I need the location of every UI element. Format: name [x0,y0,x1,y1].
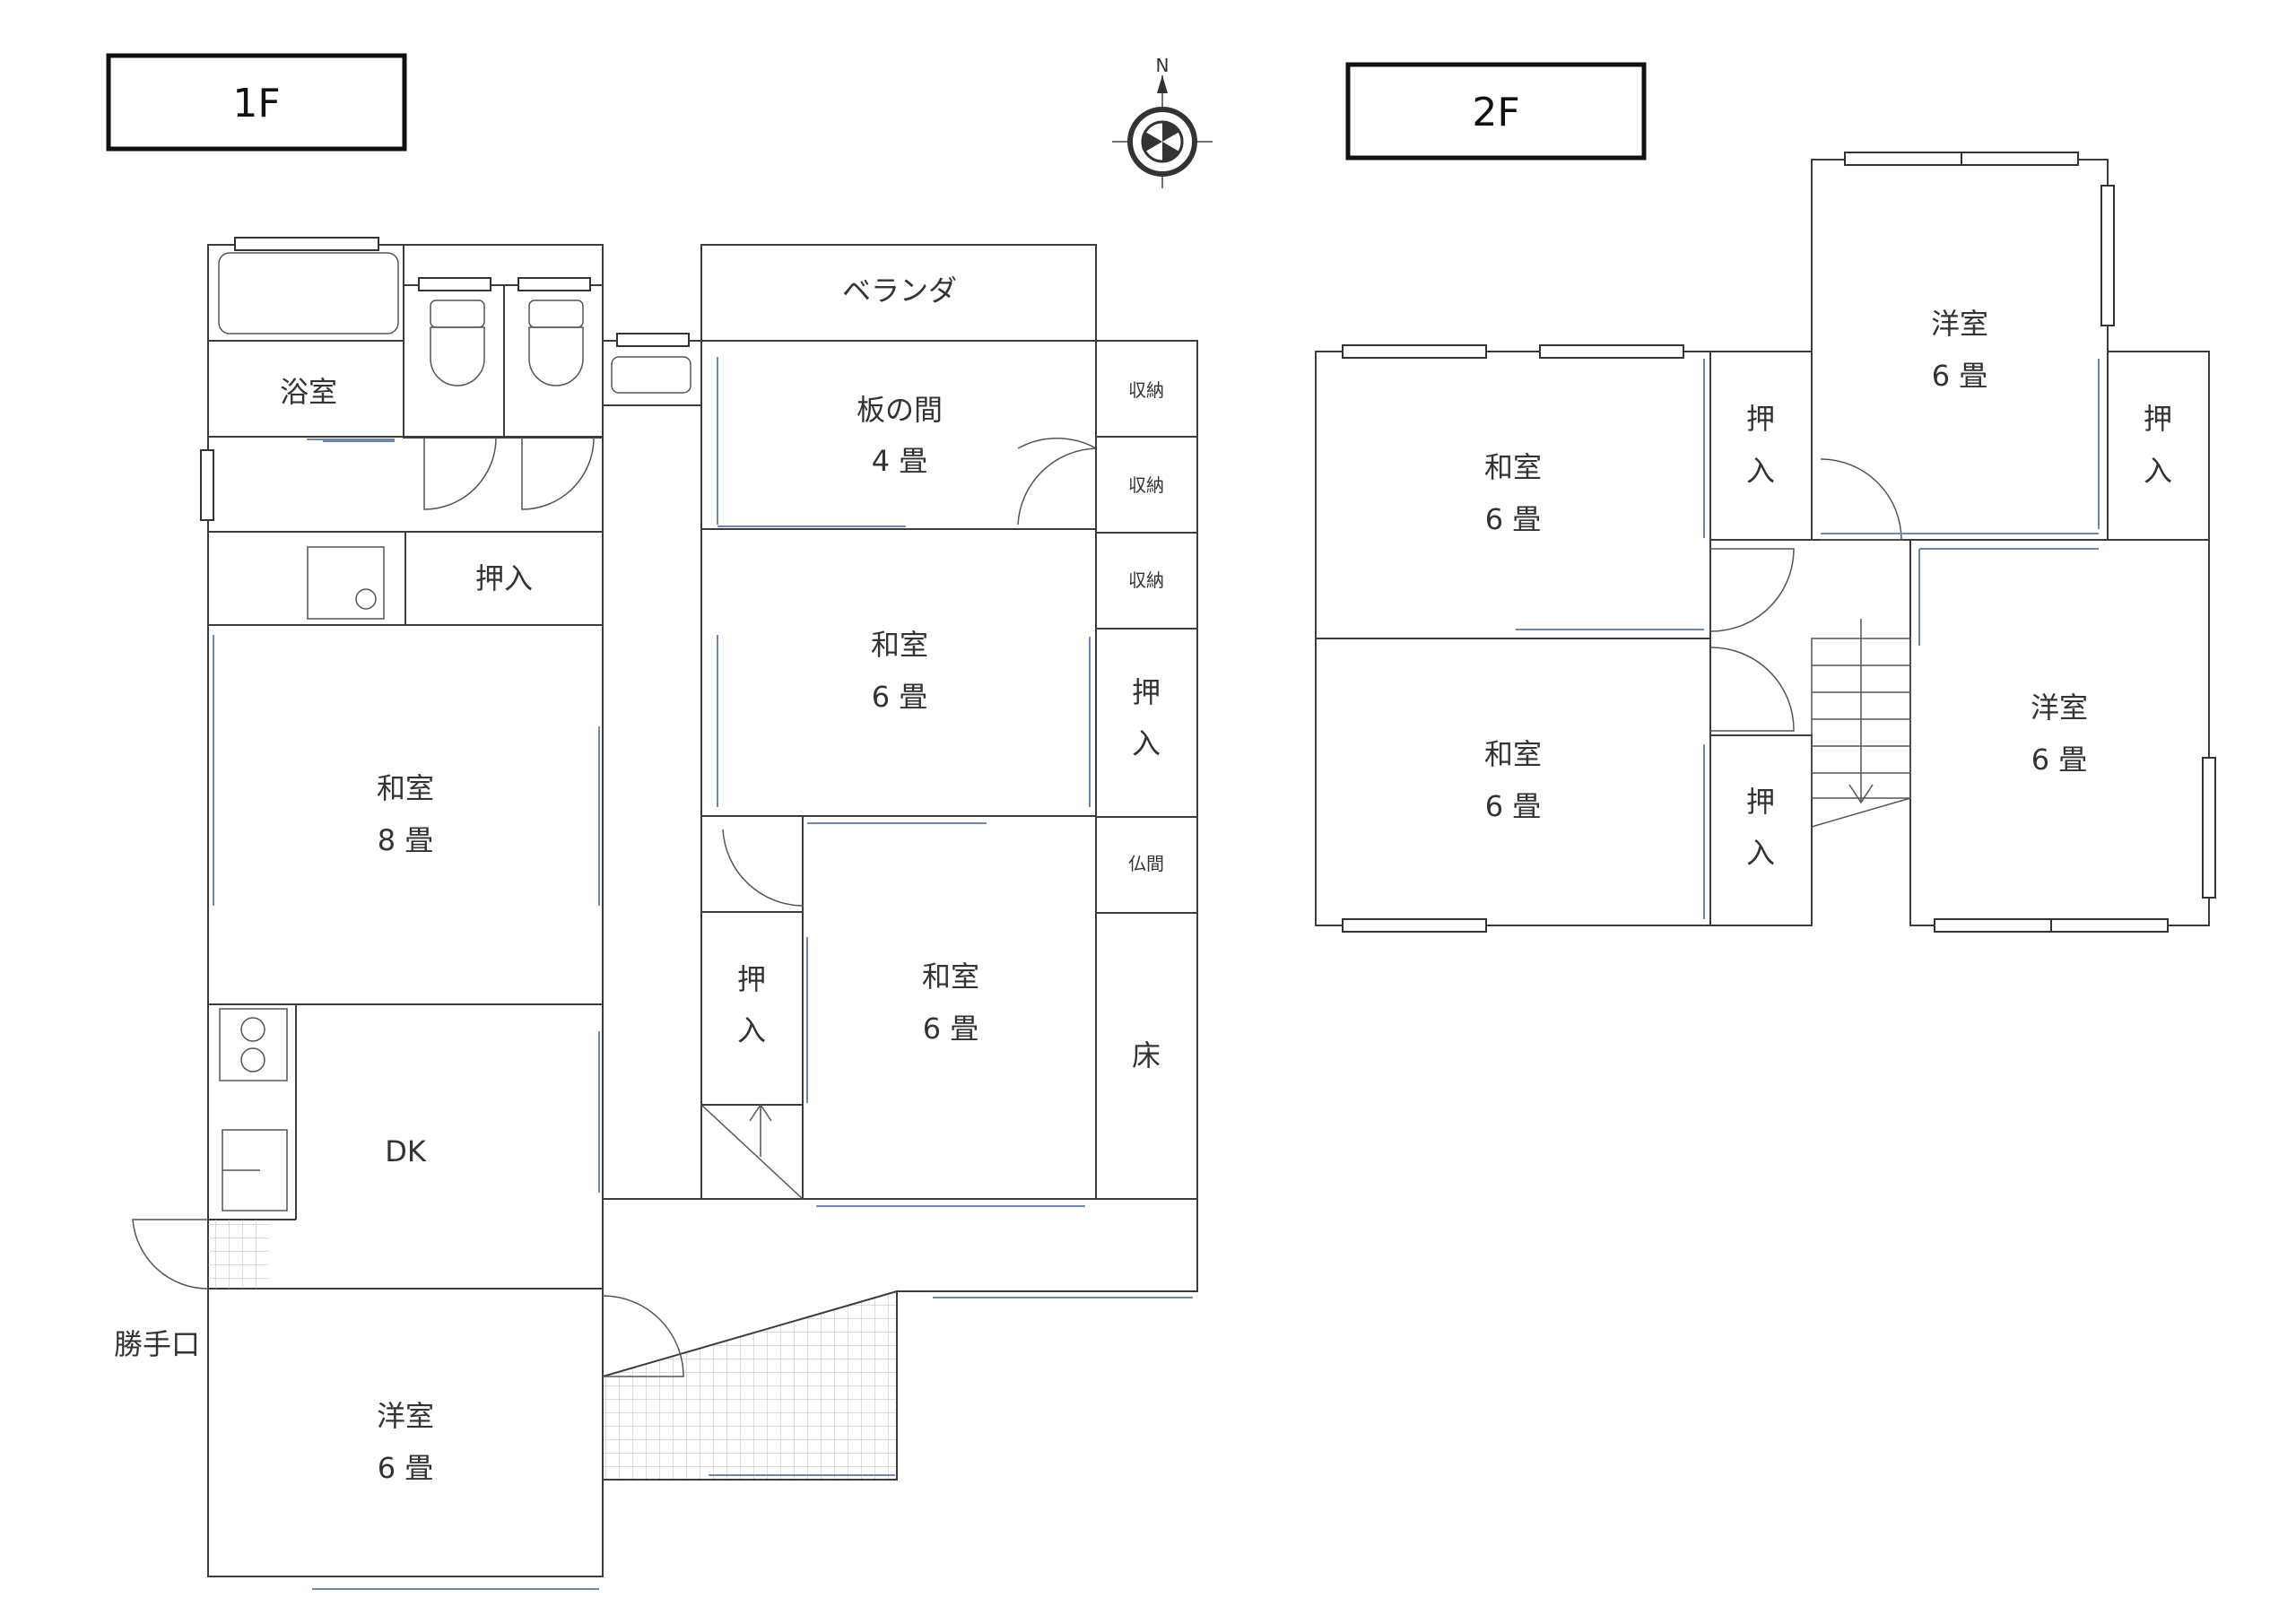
room-2f-oshiire-a-1: 押 [1746,402,1775,436]
room-1f-itanoma-name: 板の間 [857,393,943,427]
room-2f-washitsu-b-size: 6 畳 [1485,789,1542,823]
room-1f-bath: 浴室 [280,375,337,409]
floor-label-1f: 1F [106,53,407,152]
floor-label-2f: 2F [1345,62,1647,161]
room-1f-oshiire-south-2: 入 [737,1013,766,1047]
room-1f-washitsu-8-name: 和室 [377,771,434,805]
room-2f-oshiire-c-1: 押 [1746,785,1775,819]
room-2f-oshiire-c-2: 入 [1746,836,1775,870]
room-1f-dk: DK [385,1134,427,1168]
room-1f-storage-2: 収納 [1128,474,1164,496]
floor-label-2f-text: 2F [1472,90,1519,135]
room-2f-youshitsu-top-size: 6 畳 [1932,359,1988,393]
room-2f-youshitsu-top-name: 洋室 [1931,307,1988,341]
room-2f-oshiire-a-2: 入 [1746,454,1775,488]
room-2f-washitsu-a-size: 6 畳 [1485,502,1542,536]
compass-icon: N [1112,55,1213,188]
room-1f-oshiire-center-1: 押 [1132,675,1161,709]
room-1f-storage-1: 収納 [1128,379,1164,401]
room-1f-youshitsu-name: 洋室 [377,1399,434,1433]
room-2f-youshitsu-right-name: 洋室 [2031,690,2088,725]
floor-label-1f-text: 1F [232,81,280,126]
plan-1f: 浴室 押入 ベランダ 板の間 4 畳 収納 収納 収納 和室 6 畳 押 入 和… [114,237,1198,1590]
room-1f-veranda: ベランダ [842,274,957,308]
room-2f-washitsu-a-name: 和室 [1484,450,1542,484]
room-1f-butsuma: 仏間 [1128,853,1164,874]
room-1f-oshiire-a: 押入 [475,561,533,595]
room-1f-washitsu-south-name: 和室 [922,960,979,994]
room-1f-washitsu-8-size: 8 畳 [378,823,434,857]
room-1f-toko: 床 [1132,1038,1161,1073]
room-1f-itanoma-size: 4 畳 [872,444,928,478]
room-2f-washitsu-b-name: 和室 [1484,737,1542,771]
room-1f-youshitsu-size: 6 畳 [378,1451,434,1485]
room-1f-washitsu-center-name: 和室 [871,628,928,662]
room-2f-oshiire-b-2: 入 [2144,454,2172,488]
plan-2f: 和室 6 畳 押 入 洋室 6 畳 押 入 和室 6 畳 押 入 洋室 6 畳 [1315,152,2216,933]
compass-north-label: N [1156,55,1170,76]
room-1f-kattekuchi: 勝手口 [114,1327,200,1361]
room-1f-storage-3: 収納 [1128,569,1164,591]
room-2f-oshiire-b-1: 押 [2144,402,2172,436]
room-2f-youshitsu-right-size: 6 畳 [2031,743,2088,777]
room-1f-oshiire-south-1: 押 [737,962,766,996]
room-1f-oshiire-center-2: 入 [1132,726,1161,760]
room-1f-washitsu-center-size: 6 畳 [872,680,928,714]
room-1f-washitsu-south-size: 6 畳 [923,1012,979,1046]
